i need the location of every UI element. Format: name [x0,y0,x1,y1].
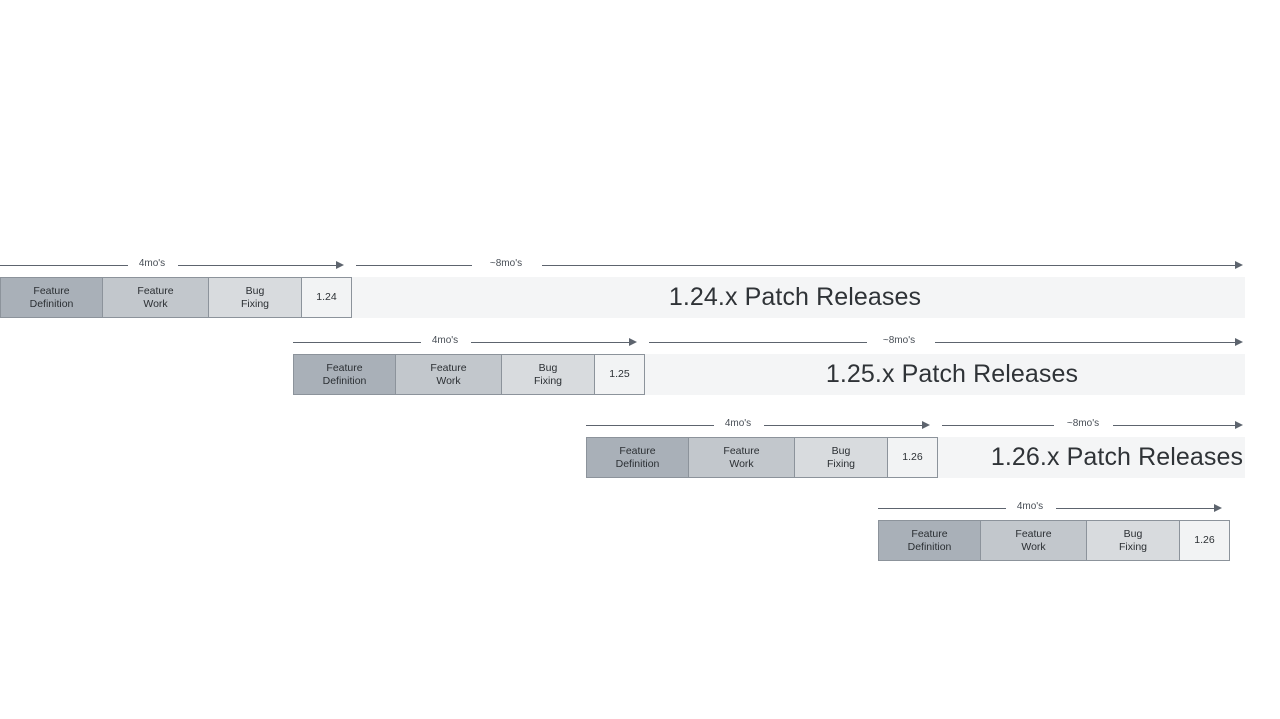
version-label: 1.24 [316,291,337,303]
phase-feature-work[interactable]: Feature Work [980,520,1086,561]
duration-arrow-dev-125: 4mo's [293,332,645,354]
duration-arrow-dev-127: 4mo's [878,498,1230,520]
phase-version-124[interactable]: 1.24 [301,277,352,318]
phase-label-line2: Fixing [533,374,562,387]
patch-release-label-125: 1.25.x Patch Releases [825,360,1079,388]
phase-label-line1: Bug [538,361,558,374]
phase-version-126[interactable]: 1.26 [887,437,938,478]
arrow-line-right [764,425,924,426]
duration-label-patch-124: ~8mo's [489,258,523,269]
phase-label-line2: Definition [907,540,952,553]
arrow-line-right [935,342,1237,343]
arrow-line-right [1056,508,1216,509]
phase-label-line1: Feature [33,284,70,297]
arrow-line-right [1113,425,1235,426]
phase-version-127[interactable]: 1.26 [1179,520,1230,561]
phase-version-125[interactable]: 1.25 [594,354,645,395]
phase-label-line1: Feature [430,361,467,374]
duration-label-dev-124: 4mo's [138,258,166,269]
duration-label-dev-126: 4mo's [724,418,752,429]
arrow-head-icon [629,338,637,346]
version-label: 1.26 [1194,534,1215,546]
phase-feature-definition[interactable]: Feature Definition [878,520,980,561]
arrow-line-left [649,342,867,343]
arrow-head-icon [922,421,930,429]
phase-label-line1: Bug [831,444,851,457]
arrow-head-icon [1235,338,1243,346]
phase-feature-definition[interactable]: Feature Definition [293,354,395,395]
phase-group-124: Feature Definition Feature Work Bug Fixi… [0,277,352,318]
phase-label-line1: Feature [619,444,656,457]
patch-release-label-124: 1.24.x Patch Releases [668,283,922,311]
arrow-line-left [293,342,421,343]
phase-label-line2: Work [729,457,754,470]
phase-label-line1: Feature [1015,527,1052,540]
phase-bug-fixing[interactable]: Bug Fixing [1086,520,1179,561]
arrow-line-right [471,342,631,343]
phase-feature-definition[interactable]: Feature Definition [586,437,688,478]
phase-feature-definition[interactable]: Feature Definition [0,277,102,318]
duration-label-dev-125: 4mo's [431,335,459,346]
duration-arrow-dev-126: 4mo's [586,415,938,437]
duration-arrow-patch-124: ~8mo's [356,255,1245,277]
phase-feature-work[interactable]: Feature Work [688,437,794,478]
phase-label-line1: Feature [723,444,760,457]
phase-label-line2: Definition [29,297,74,310]
phase-label-line2: Work [143,297,168,310]
arrow-line-left [942,425,1054,426]
version-label: 1.26 [902,451,923,463]
phase-group-127: Feature Definition Feature Work Bug Fixi… [878,520,1230,561]
phase-label-line1: Bug [245,284,265,297]
duration-label-patch-126: ~8mo's [1066,418,1100,429]
phase-bug-fixing[interactable]: Bug Fixing [501,354,594,395]
arrow-head-icon [1235,261,1243,269]
phase-bug-fixing[interactable]: Bug Fixing [208,277,301,318]
phase-bug-fixing[interactable]: Bug Fixing [794,437,887,478]
phase-label-line2: Fixing [826,457,855,470]
arrow-line-left [878,508,1006,509]
duration-arrow-patch-125: ~8mo's [649,332,1245,354]
phase-label-line2: Work [1021,540,1046,553]
duration-arrow-dev-124: 4mo's [0,255,352,277]
phase-group-125: Feature Definition Feature Work Bug Fixi… [293,354,645,395]
arrow-head-icon [1214,504,1222,512]
arrow-line-right [178,265,338,266]
version-label: 1.25 [609,368,630,380]
arrow-line-left [356,265,472,266]
phase-feature-work[interactable]: Feature Work [395,354,501,395]
arrow-head-icon [336,261,344,269]
duration-label-dev-127: 4mo's [1016,501,1044,512]
phase-label-line1: Bug [1123,527,1143,540]
duration-label-patch-125: ~8mo's [882,335,916,346]
phase-label-line2: Definition [322,374,367,387]
duration-arrow-patch-126: ~8mo's [942,415,1245,437]
arrow-line-left [586,425,714,426]
arrow-head-icon [1235,421,1243,429]
phase-feature-work[interactable]: Feature Work [102,277,208,318]
arrow-line-left [0,265,128,266]
phase-label-line1: Feature [911,527,948,540]
phase-label-line2: Fixing [1118,540,1147,553]
phase-label-line2: Work [436,374,461,387]
phase-label-line1: Feature [137,284,174,297]
patch-release-label-126: 1.26.x Patch Releases [990,443,1244,471]
phase-label-line1: Feature [326,361,363,374]
phase-label-line2: Definition [615,457,660,470]
phase-group-126: Feature Definition Feature Work Bug Fixi… [586,437,938,478]
arrow-line-right [542,265,1237,266]
phase-label-line2: Fixing [240,297,269,310]
